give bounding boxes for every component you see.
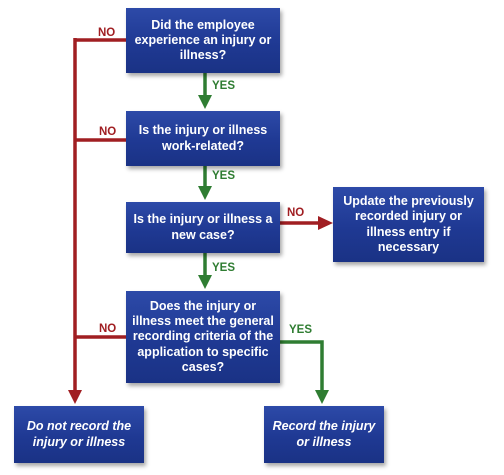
no-label-q2: NO [99, 126, 117, 138]
yes-label-q3: YES [212, 262, 236, 274]
question-new-case-text: Is the injury or illness a new case? [133, 212, 273, 242]
record-text: Record the injury or illness [272, 419, 376, 449]
question-injury-or-illness-text: Did the employee experience an injury or… [134, 17, 272, 63]
question-recording-criteria-text: Does the injury or illness meet the gene… [132, 298, 274, 374]
record-box: Record the injury or illness [264, 406, 384, 463]
yes-label-q1: YES [212, 80, 236, 92]
question-recording-criteria: Does the injury or illness meet the gene… [126, 291, 280, 383]
no-label-q1: NO [98, 27, 116, 39]
no-trunk-arrowhead [68, 390, 82, 404]
update-previous-entry-box: Update the previously recorded injury or… [333, 187, 484, 262]
question-work-related-text: Is the injury or illness work-related? [138, 123, 268, 153]
yes-q3-arrowhead [198, 275, 212, 289]
yes-label-q2: YES [212, 170, 236, 182]
yes-connector-q4 [280, 340, 324, 392]
question-work-related: Is the injury or illness work-related? [126, 111, 280, 166]
no-label-q4: NO [99, 323, 117, 335]
no-label-q3: NO [287, 207, 305, 219]
update-previous-entry-text: Update the previously recorded injury or… [343, 194, 474, 254]
do-not-record-text: Do not record the injury or illness [26, 419, 132, 449]
question-new-case: Is the injury or illness a new case? [126, 202, 280, 253]
yes-label-q4: YES [289, 324, 313, 336]
question-injury-or-illness: Did the employee experience an injury or… [126, 8, 280, 73]
yes-q4-arrowhead [315, 390, 329, 404]
yes-q1-arrowhead [198, 95, 212, 109]
do-not-record-box: Do not record the injury or illness [14, 406, 144, 463]
yes-q2-arrowhead [198, 186, 212, 200]
no-q3-arrowhead [318, 216, 333, 230]
